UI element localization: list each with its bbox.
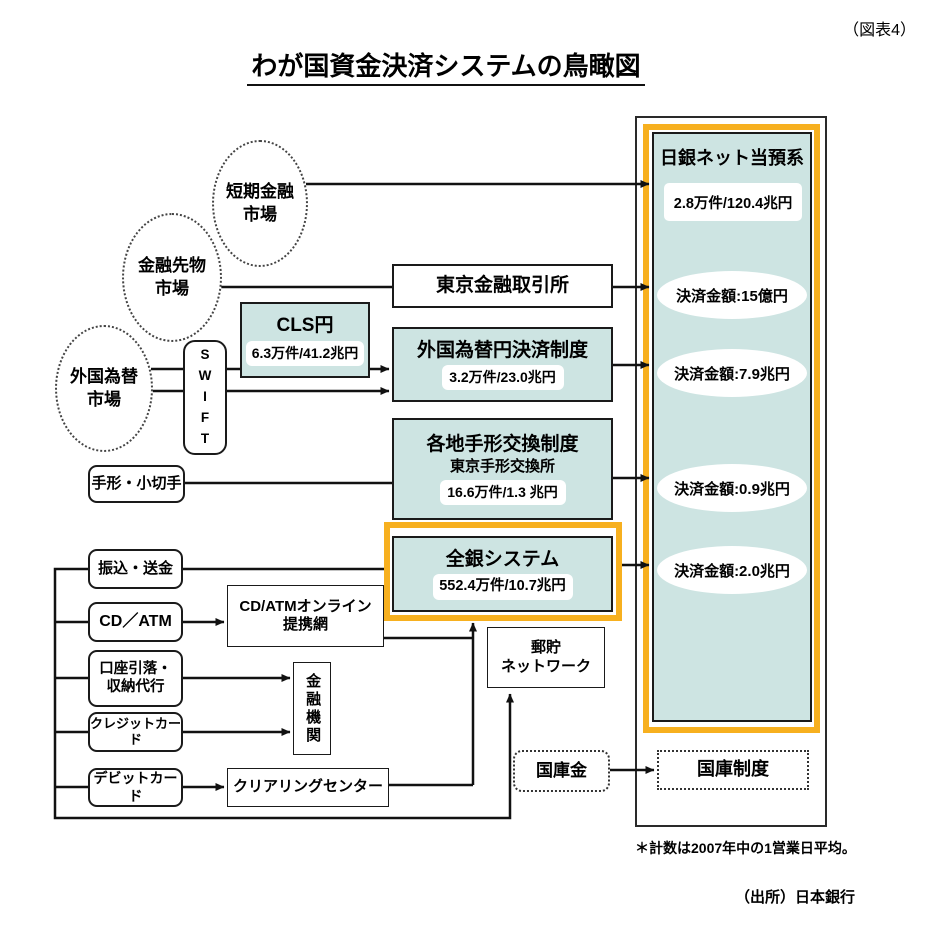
bill-clearing-system-box: 各地手形交換制度 東京手形交換所 16.6万件/1.3 兆円 [392,418,613,520]
page-title: わが国資金決済システムの鳥瞰図 [166,46,726,86]
zengin-system-box: 全銀システム 552.4万件/10.7兆円 [392,536,613,612]
postal-savings-network-box: 郵貯 ネットワーク [487,627,605,688]
settlement-amount-4: 決済金額:2.0兆円 [657,546,807,594]
cd-atm-online-network-box: CD/ATMオンライン 提携網 [227,585,384,647]
bill-clearing-title: 各地手形交換制度 [426,434,579,456]
fx-yen-settlement-stat: 3.2万件/23.0兆円 [441,365,564,391]
bill-clearing-subtitle: 東京手形交換所 [449,458,555,476]
bojnet-box: 日銀ネット当預系 2.8万件/120.4兆円 決済金額:15億円 決済金額:7.… [652,132,812,722]
settlement-amount-1: 決済金額:15億円 [657,271,807,319]
bojnet-stat: 2.8万件/120.4兆円 [664,183,802,221]
settlement-amount-3: 決済金額:0.9兆円 [657,464,807,512]
bill-clearing-stat: 16.6万件/1.3 兆円 [439,479,566,505]
figure-label: （図表4） [843,22,916,39]
footnote: ＊計数は2007年中の1営業日平均。 [635,840,856,856]
source-label: （出所）日本銀行 [735,889,856,906]
cls-stat: 6.3万件/41.2兆円 [246,340,364,366]
settlement-amount-2: 決済金額:7.9兆円 [657,349,807,397]
bojnet-title: 日銀ネット当預系 [660,148,804,168]
treasury-funds-box: 国庫金 [513,750,610,792]
zengin-title: 全銀システム [445,548,560,570]
market-ellipse-short-term-money: 短期金融 市場 [212,140,308,267]
market-ellipse-financial-futures: 金融先物 市場 [122,213,222,342]
fx-yen-settlement-box: 外国為替円決済制度 3.2万件/23.0兆円 [392,327,613,402]
treasury-system-box: 国庫制度 [657,750,809,790]
cls-box: CLS円 6.3万件/41.2兆円 [240,302,370,378]
financial-institutions-box: 金融機関 [293,662,331,755]
zengin-stat: 552.4万件/10.7兆円 [432,574,573,601]
clearing-center-box: クリアリングセンター [227,768,389,807]
transfer-remittance-box: 振込・送金 [88,549,183,589]
bills-checks-box: 手形・小切手 [88,465,185,503]
fx-yen-settlement-title: 外国為替円決済制度 [416,339,588,361]
tokyo-financial-exchange-box: 東京金融取引所 [392,264,613,308]
credit-card-box: クレジットカード [88,712,183,752]
market-ellipse-foreign-exchange: 外国為替 市場 [55,325,153,452]
cls-title: CLS円 [276,315,334,337]
swift-box: S W I F T [183,340,227,455]
debit-card-box: デビットカード [88,768,183,807]
cd-atm-box: CD／ATM [88,602,183,642]
account-debit-box: 口座引落・ 収納代行 [88,650,183,707]
